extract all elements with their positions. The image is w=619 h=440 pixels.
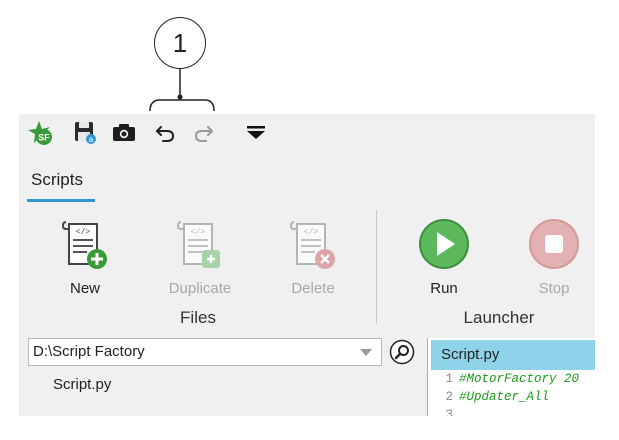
undo-icon <box>156 126 175 142</box>
delete-script-label: Delete <box>291 280 335 297</box>
tab-scripts-label: Scripts <box>31 170 83 189</box>
app-logo-icon[interactable]: SF <box>25 118 53 146</box>
delete-script-button[interactable]: </> Delete <box>268 214 358 304</box>
app-window: SF a <box>19 114 595 416</box>
stop-label: Stop <box>538 280 570 297</box>
save-icon: a <box>75 122 96 144</box>
stop-button[interactable]: Stop <box>509 214 595 304</box>
new-script-label: New <box>69 280 100 297</box>
code-line: 3 <box>445 408 453 416</box>
camera-icon <box>113 124 135 141</box>
screenshot-button[interactable] <box>110 118 138 146</box>
script-folder-path-field[interactable]: D:\Script Factory <box>28 338 382 366</box>
svg-text:</>: </> <box>304 228 319 237</box>
undo-button[interactable] <box>151 118 179 146</box>
search-icon <box>389 339 415 365</box>
duplicate-script-label: Duplicate <box>168 280 232 297</box>
svg-text:</>: </> <box>76 228 91 237</box>
dropdown-arrow-icon <box>247 126 265 139</box>
code-editor[interactable]: Script.py 1#MotorFactory 20 2#Updater_Al… <box>427 338 595 416</box>
delete-script-icon: </> <box>289 221 335 269</box>
new-script-icon: </> <box>61 221 107 269</box>
play-icon <box>419 219 469 269</box>
stop-icon <box>529 219 579 269</box>
svg-text:SF: SF <box>38 133 50 143</box>
save-button[interactable]: a <box>71 118 99 146</box>
new-script-button[interactable]: </> New <box>40 214 130 304</box>
files-group-label: Files <box>180 308 216 327</box>
tab-scripts[interactable]: Scripts <box>27 168 95 202</box>
list-item[interactable]: Script.py <box>53 376 112 393</box>
svg-text:</>: </> <box>191 228 206 237</box>
quick-access-toolbar: SF a <box>19 114 595 148</box>
redo-button[interactable] <box>190 118 218 146</box>
svg-text:a: a <box>89 135 94 144</box>
run-button[interactable]: Run <box>399 214 489 304</box>
editor-tab[interactable]: Script.py <box>431 340 595 370</box>
duplicate-script-icon: </> <box>176 221 220 268</box>
customize-toolbar-button[interactable] <box>242 118 270 146</box>
callout-number: 1 <box>154 17 206 69</box>
ribbon-group-separator <box>376 210 377 324</box>
code-line: 1#MotorFactory 20 <box>445 372 580 386</box>
chevron-down-icon[interactable] <box>360 349 372 356</box>
launcher-group-label: Launcher <box>463 308 535 327</box>
browse-search-button[interactable] <box>389 339 415 365</box>
redo-icon <box>194 126 213 142</box>
tab-active-indicator <box>27 199 95 202</box>
duplicate-script-button[interactable]: </> Duplicate <box>155 214 245 304</box>
code-line: 2#Updater_All <box>445 390 550 404</box>
editor-tab-label: Script.py <box>441 346 500 363</box>
run-label: Run <box>430 280 458 297</box>
